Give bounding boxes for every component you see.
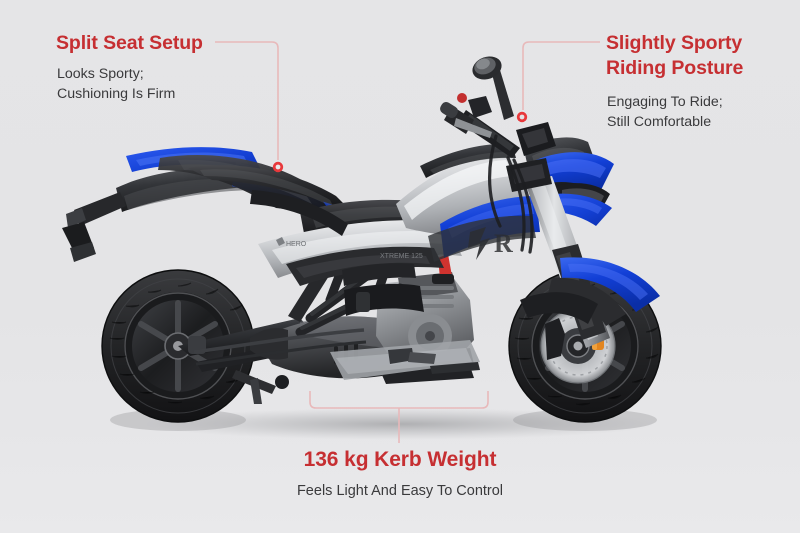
annotation-title-kerb-weight: 136 kg Kerb Weight [303, 448, 497, 471]
annotation-subtitle-kerb-weight: Feels Light And Easy To Control [296, 483, 504, 499]
svg-text:HERO: HERO [286, 241, 307, 248]
annotation-subtitle-split-seat: Looks Sporty; Cushioning Is Firm [57, 66, 176, 102]
annotation-subtitle-riding-posture: Engaging To Ride; Still Comfortable [607, 94, 723, 130]
annotation-title-split-seat: Split Seat Setup [56, 32, 203, 54]
pillion-seat [188, 165, 352, 212]
annotation-title-riding-posture: Slightly Sporty Riding Posture [606, 32, 744, 79]
svg-text:XTREME 125: XTREME 125 [380, 253, 423, 260]
